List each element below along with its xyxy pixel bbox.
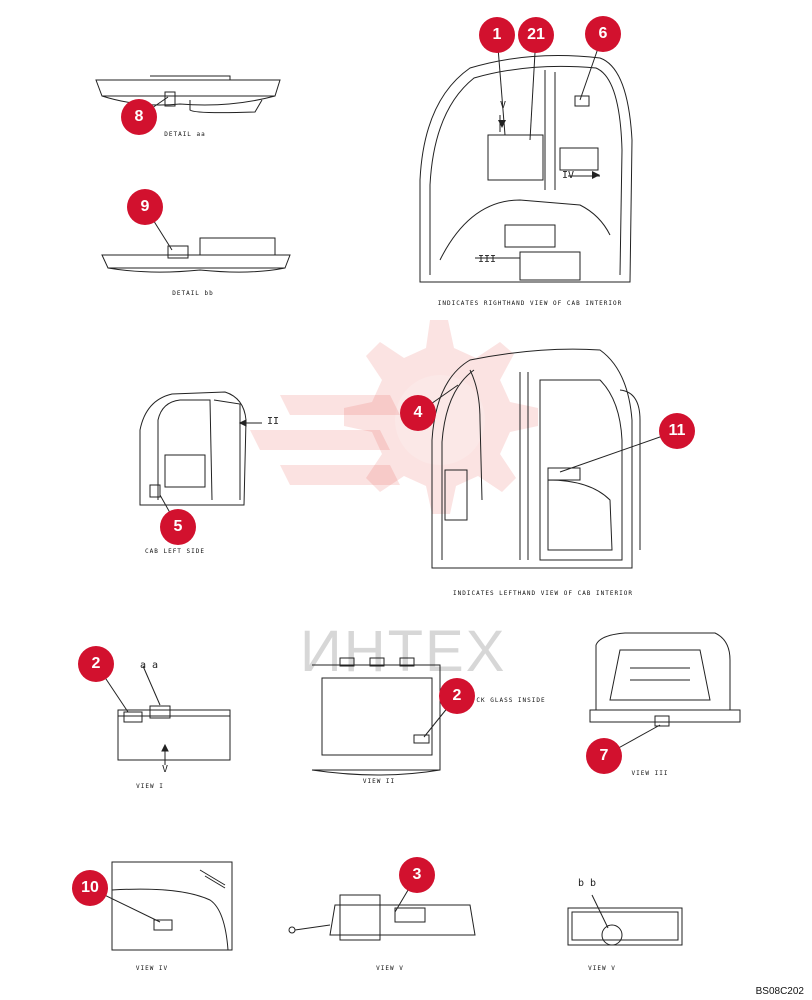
callout-5[interactable]: 5 xyxy=(160,509,196,545)
view-i-drawing xyxy=(117,705,231,765)
caption-back-glass: CK GLASS INSIDE xyxy=(476,697,546,704)
callout-2-view-i[interactable]: 2 xyxy=(78,646,114,682)
callout-4[interactable]: 4 xyxy=(400,395,436,431)
caption-view-iii: VIEW III xyxy=(631,770,669,777)
lefthand-cab-drawing xyxy=(431,348,641,569)
caption-righthand-view: INDICATES RIGHTHAND VIEW OF CAB INTERIOR xyxy=(437,300,623,307)
cab-left-side-drawing xyxy=(139,391,262,506)
righthand-cab-drawing xyxy=(419,55,633,283)
caption-detail-bb: DETAIL bb xyxy=(172,290,214,297)
callout-3[interactable]: 3 xyxy=(399,857,435,893)
caption-view-i: VIEW I xyxy=(136,783,164,790)
callout-8[interactable]: 8 xyxy=(121,99,157,135)
view-ii-drawing xyxy=(311,657,441,776)
mark-v-view-i: V xyxy=(162,764,169,775)
mark-bb: b b xyxy=(578,878,597,889)
caption-view-v-bb: VIEW V xyxy=(588,965,616,972)
caption-view-iv: VIEW IV xyxy=(135,965,169,972)
callout-21[interactable]: 21 xyxy=(518,17,554,53)
callout-7[interactable]: 7 xyxy=(586,738,622,774)
view-iv-drawing xyxy=(111,861,233,951)
caption-lefthand-view: INDICATES LEFTHAND VIEW OF CAB INTERIOR xyxy=(453,590,633,597)
detail-aa-drawing xyxy=(95,75,281,114)
callout-2-view-ii[interactable]: 2 xyxy=(439,678,475,714)
caption-view-ii: VIEW II xyxy=(362,778,396,785)
view-v-3-drawing xyxy=(288,894,476,941)
view-v-bb-drawing xyxy=(567,894,683,946)
detail-bb-drawing xyxy=(101,237,291,273)
document-id: BS08C202 xyxy=(755,986,804,997)
mark-v-cab: V xyxy=(500,100,507,111)
caption-cab-left-side: CAB LEFT SIDE xyxy=(145,548,205,555)
watermark-text: ИНТЕХ xyxy=(300,619,507,684)
arrow-ii-mark: II xyxy=(267,416,280,427)
callout-10[interactable]: 10 xyxy=(72,870,108,906)
callout-11[interactable]: 11 xyxy=(659,413,695,449)
callout-1[interactable]: 1 xyxy=(479,17,515,53)
leader-lines xyxy=(89,33,678,923)
mark-iv: IV xyxy=(562,170,575,181)
caption-detail-aa: DETAIL aa xyxy=(164,131,206,138)
caption-view-v-3: VIEW V xyxy=(376,965,404,972)
callout-6[interactable]: 6 xyxy=(585,16,621,52)
view-iii-drawing xyxy=(589,632,741,727)
mark-iii: III xyxy=(478,254,497,265)
mark-aa: a a xyxy=(140,660,159,671)
callout-9[interactable]: 9 xyxy=(127,189,163,225)
